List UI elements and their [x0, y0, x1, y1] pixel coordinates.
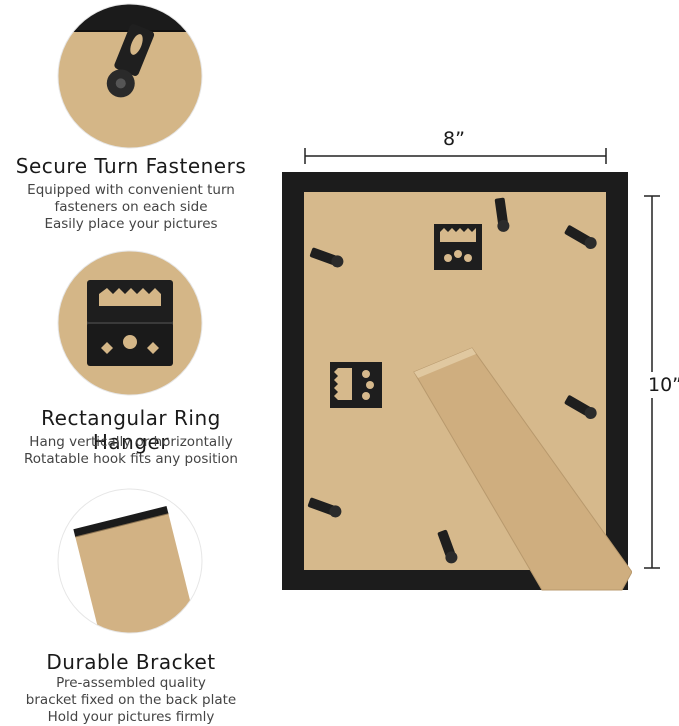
frame-back-view — [282, 172, 632, 591]
turn-fastener-icon — [106, 24, 155, 98]
feature-desc-line: Equipped with convenient turn — [27, 182, 235, 198]
feature-desc-line: Rotatable hook fits any position — [24, 451, 238, 467]
feature-title-fasteners: Secure Turn Fasteners — [15, 154, 247, 178]
bracket-closeup-circle — [57, 488, 203, 634]
feature-desc-line: fasteners on each side — [54, 199, 208, 215]
easel-bracket-icon — [73, 505, 197, 633]
width-dimension-line — [304, 148, 607, 164]
feature-title-hanger: Rectangular Ring Hanger — [41, 406, 221, 454]
feature-desc-bracket: Pre-assembled quality bracket fixed on t… — [0, 675, 262, 726]
width-dimension-label: 8” — [443, 128, 465, 150]
feature-desc-line: Pre-assembled quality — [56, 675, 206, 691]
hanger-closeup-circle — [57, 250, 203, 396]
turn-fastener-bottom — [437, 529, 458, 564]
feature-desc-hanger: Hang vertically or horizontally Rotatabl… — [0, 434, 262, 468]
turn-fastener-top — [494, 197, 510, 232]
feature-desc-line: Hang vertically or horizontally — [29, 434, 233, 450]
fastener-closeup-circle — [57, 3, 203, 149]
feature-desc-fasteners: Equipped with convenient turn fasteners … — [0, 182, 262, 233]
feature-desc-line: bracket fixed on the back plate — [25, 692, 237, 708]
hanger-left — [330, 362, 382, 408]
feature-desc-line: Easily place your pictures — [44, 216, 218, 232]
feature-desc-line: Hold your pictures firmly — [47, 709, 215, 725]
feature-title-bracket: Durable Bracket — [46, 650, 216, 674]
turn-fastener-top-right — [564, 225, 597, 249]
turn-fastener-left-bottom — [307, 497, 342, 518]
hanger-top — [434, 224, 482, 270]
height-dimension-label: 10” — [648, 372, 679, 398]
sawtooth-hanger-icon — [87, 280, 173, 366]
turn-fastener-left-top — [309, 247, 344, 268]
easel-bracket — [413, 347, 632, 591]
turn-fastener-right-mid — [564, 395, 597, 419]
